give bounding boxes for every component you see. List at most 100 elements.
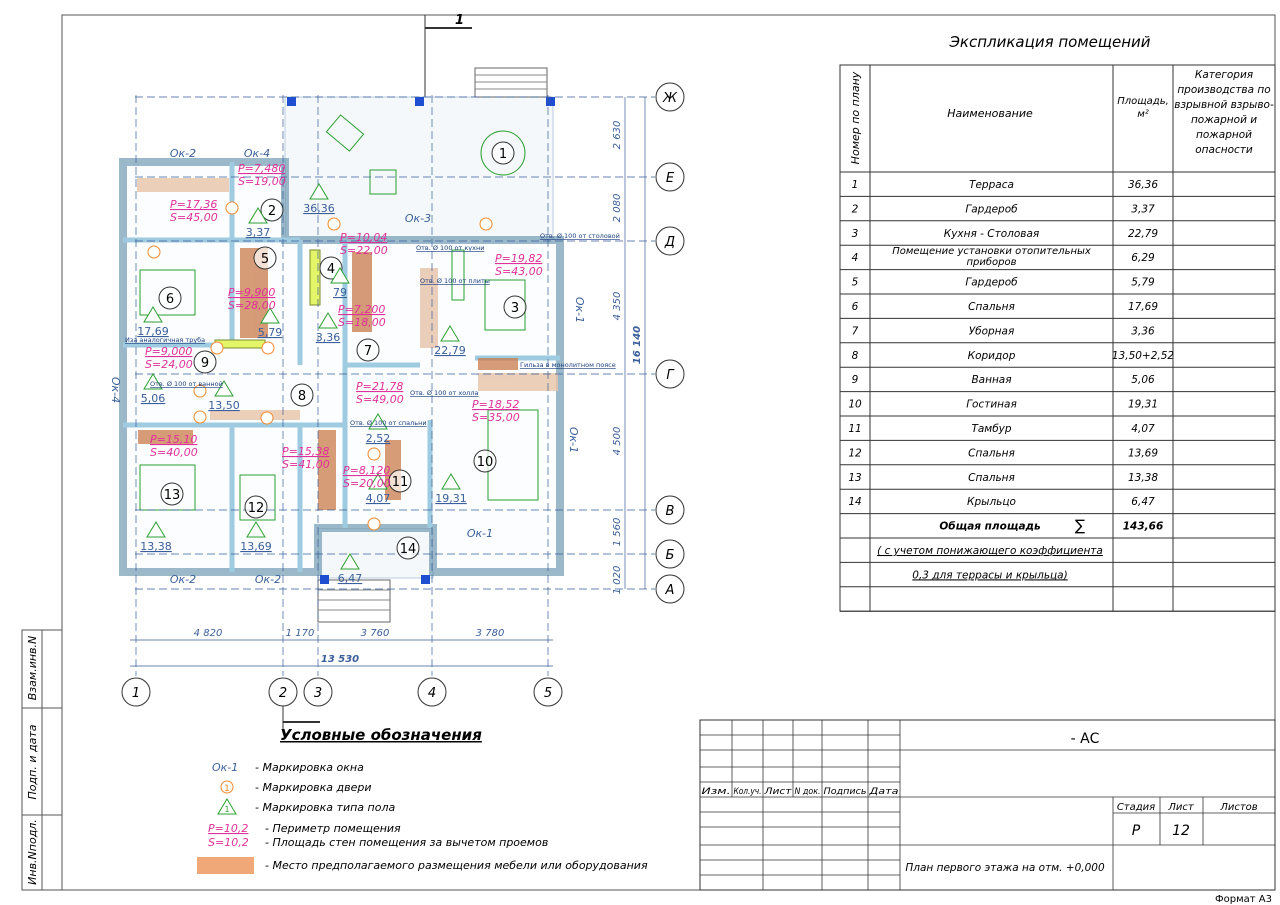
window-mark: Ок-2 — [170, 573, 196, 586]
room-number-bubble — [260, 198, 284, 222]
floor-type-icon — [246, 521, 266, 538]
legend-window-text: - Маркировка окна — [255, 761, 364, 774]
room-wall-area: S=40,00 — [150, 446, 198, 459]
window-mark: Ок-3 — [405, 212, 431, 225]
pipe-note: Иза аналогичная труба — [125, 336, 205, 344]
legend-floor-text: - Маркировка типа пола — [255, 801, 395, 814]
window-mark: Ок-1 — [567, 427, 580, 453]
pipe-note: Отв. Ø 100 от ванной — [150, 380, 223, 388]
table-cell-number: 11 — [848, 423, 861, 435]
dimension-bottom: 3 760 — [361, 628, 390, 639]
floor-type-icon — [260, 307, 280, 324]
dimension-right: 4 500 — [612, 427, 623, 456]
room-number: 8 — [298, 389, 306, 404]
room-number-bubble — [158, 286, 182, 310]
room-number: 6 — [166, 292, 174, 307]
room-perimeter: P=9,000 — [145, 345, 192, 358]
legend-furniture-text: - Место предполагаемого размещения мебел… — [265, 859, 648, 872]
header-name: Наименование — [947, 107, 1033, 120]
room-number: 7 — [364, 344, 372, 359]
pipe-note: Отв. Ø 100 от кухни — [416, 244, 484, 252]
project-code: - АС — [1071, 731, 1100, 747]
door-marker-icon — [210, 341, 224, 355]
total-note-2: 0,3 для террасы и крыльца) — [912, 569, 1067, 581]
room-area: 3,37 — [246, 226, 271, 239]
floor-type-icon — [441, 473, 461, 490]
floor-type-icon — [248, 207, 268, 224]
door-marker-icon — [193, 384, 207, 398]
floor-type-icon — [340, 553, 360, 570]
table-cell-number: 2 — [852, 203, 859, 215]
porch-stairs — [317, 579, 391, 623]
axis-bubble — [121, 677, 151, 707]
room-area: 13,50 — [208, 399, 240, 412]
section-mark: 1 — [282, 13, 472, 730]
room-wall-area: S=41,00 — [282, 458, 330, 471]
door-marker-icon — [261, 341, 275, 355]
legend-window-sample: Ок-1 — [212, 761, 238, 774]
axis-bubble — [655, 82, 685, 112]
building-plan — [119, 67, 564, 623]
room-area: 5,79 — [258, 326, 283, 339]
table-cell-area: 6,29 — [1131, 252, 1155, 264]
door-marker-icon — [327, 217, 341, 231]
axis-label-row: Г — [666, 368, 675, 383]
legend-wall-sample: S=10,2 — [208, 836, 249, 849]
table-cell-area: 17,69 — [1128, 301, 1158, 313]
room-perimeter: P=17,36 — [170, 198, 217, 211]
table-cell-name: Помещение установки отопительных приборо… — [892, 246, 1091, 269]
dimension-bottom-total: 13 530 — [321, 654, 359, 665]
door-marker-icon — [260, 411, 274, 425]
table-cell-name: Коридор — [968, 350, 1016, 362]
door-marker-icon — [147, 245, 161, 259]
door-marker-icon — [225, 201, 239, 215]
door-marker-icon — [220, 780, 234, 794]
room-wall-area: S=18,00 — [338, 316, 386, 329]
title-block-column-header: Кол.уч. — [734, 787, 762, 797]
axis-label-row: Б — [666, 548, 675, 563]
room-wall-area: S=20,00 — [343, 477, 391, 490]
room-perimeter: P=15,38 — [282, 445, 329, 458]
axis-bubble — [268, 677, 298, 707]
room-number-bubble — [193, 350, 217, 374]
axis-label-row: Е — [666, 171, 675, 186]
axis-bubble — [303, 677, 333, 707]
side-label-replace: Взам.инв.N — [26, 636, 39, 700]
room-perimeter: P=18,52 — [472, 398, 519, 411]
room-number-bubble — [491, 141, 515, 165]
sum-icon: ∑ — [1075, 517, 1085, 535]
axis-bubble — [655, 495, 685, 525]
room-perimeter: P=10,04 — [340, 231, 387, 244]
title-block-column-header: Изм. — [702, 787, 731, 797]
window-mark: Ок-1 — [467, 527, 493, 540]
axis-label-row: Д — [664, 235, 675, 250]
stage-label: Стадия — [1117, 802, 1155, 813]
table-cell-area: 3,36 — [1131, 325, 1155, 337]
legend-perimeter-text: - Периметр помещения — [265, 822, 401, 835]
room-number: 13 — [164, 488, 181, 503]
floor-type-icon — [318, 312, 338, 329]
sheet-label: Лист — [1167, 802, 1195, 813]
table-cell-area: 13,50+2,52 — [1112, 350, 1175, 362]
floor-type-icon — [217, 798, 237, 815]
table-cell-name: Спальня — [968, 301, 1015, 313]
sheets-label: Листов — [1219, 802, 1257, 813]
room-number: 4 — [327, 262, 335, 277]
room-wall-area: S=24,00 — [145, 358, 193, 371]
legend-floor-sample: 1 — [224, 805, 229, 814]
room-number: 11 — [392, 475, 409, 490]
room-number-bubble — [396, 536, 420, 560]
pipe-note: Отв. Ø 100 от столовой — [540, 232, 620, 240]
floor-type-icon — [368, 473, 388, 490]
window-mark: Ок-4 — [109, 377, 122, 403]
dimension-right: 2 630 — [612, 121, 623, 150]
room-perimeter: P=8,120 — [343, 464, 390, 477]
table-cell-number: 10 — [848, 399, 862, 411]
table-cell-number: 5 — [852, 277, 859, 289]
door-marker-icon — [367, 517, 381, 531]
room-area: 4,07 — [366, 492, 391, 505]
title-block-column-header: Подпись — [824, 787, 867, 797]
axis-bubble — [655, 574, 685, 604]
legend-wall-text: - Площадь стен помещения за вычетом прое… — [265, 836, 548, 849]
